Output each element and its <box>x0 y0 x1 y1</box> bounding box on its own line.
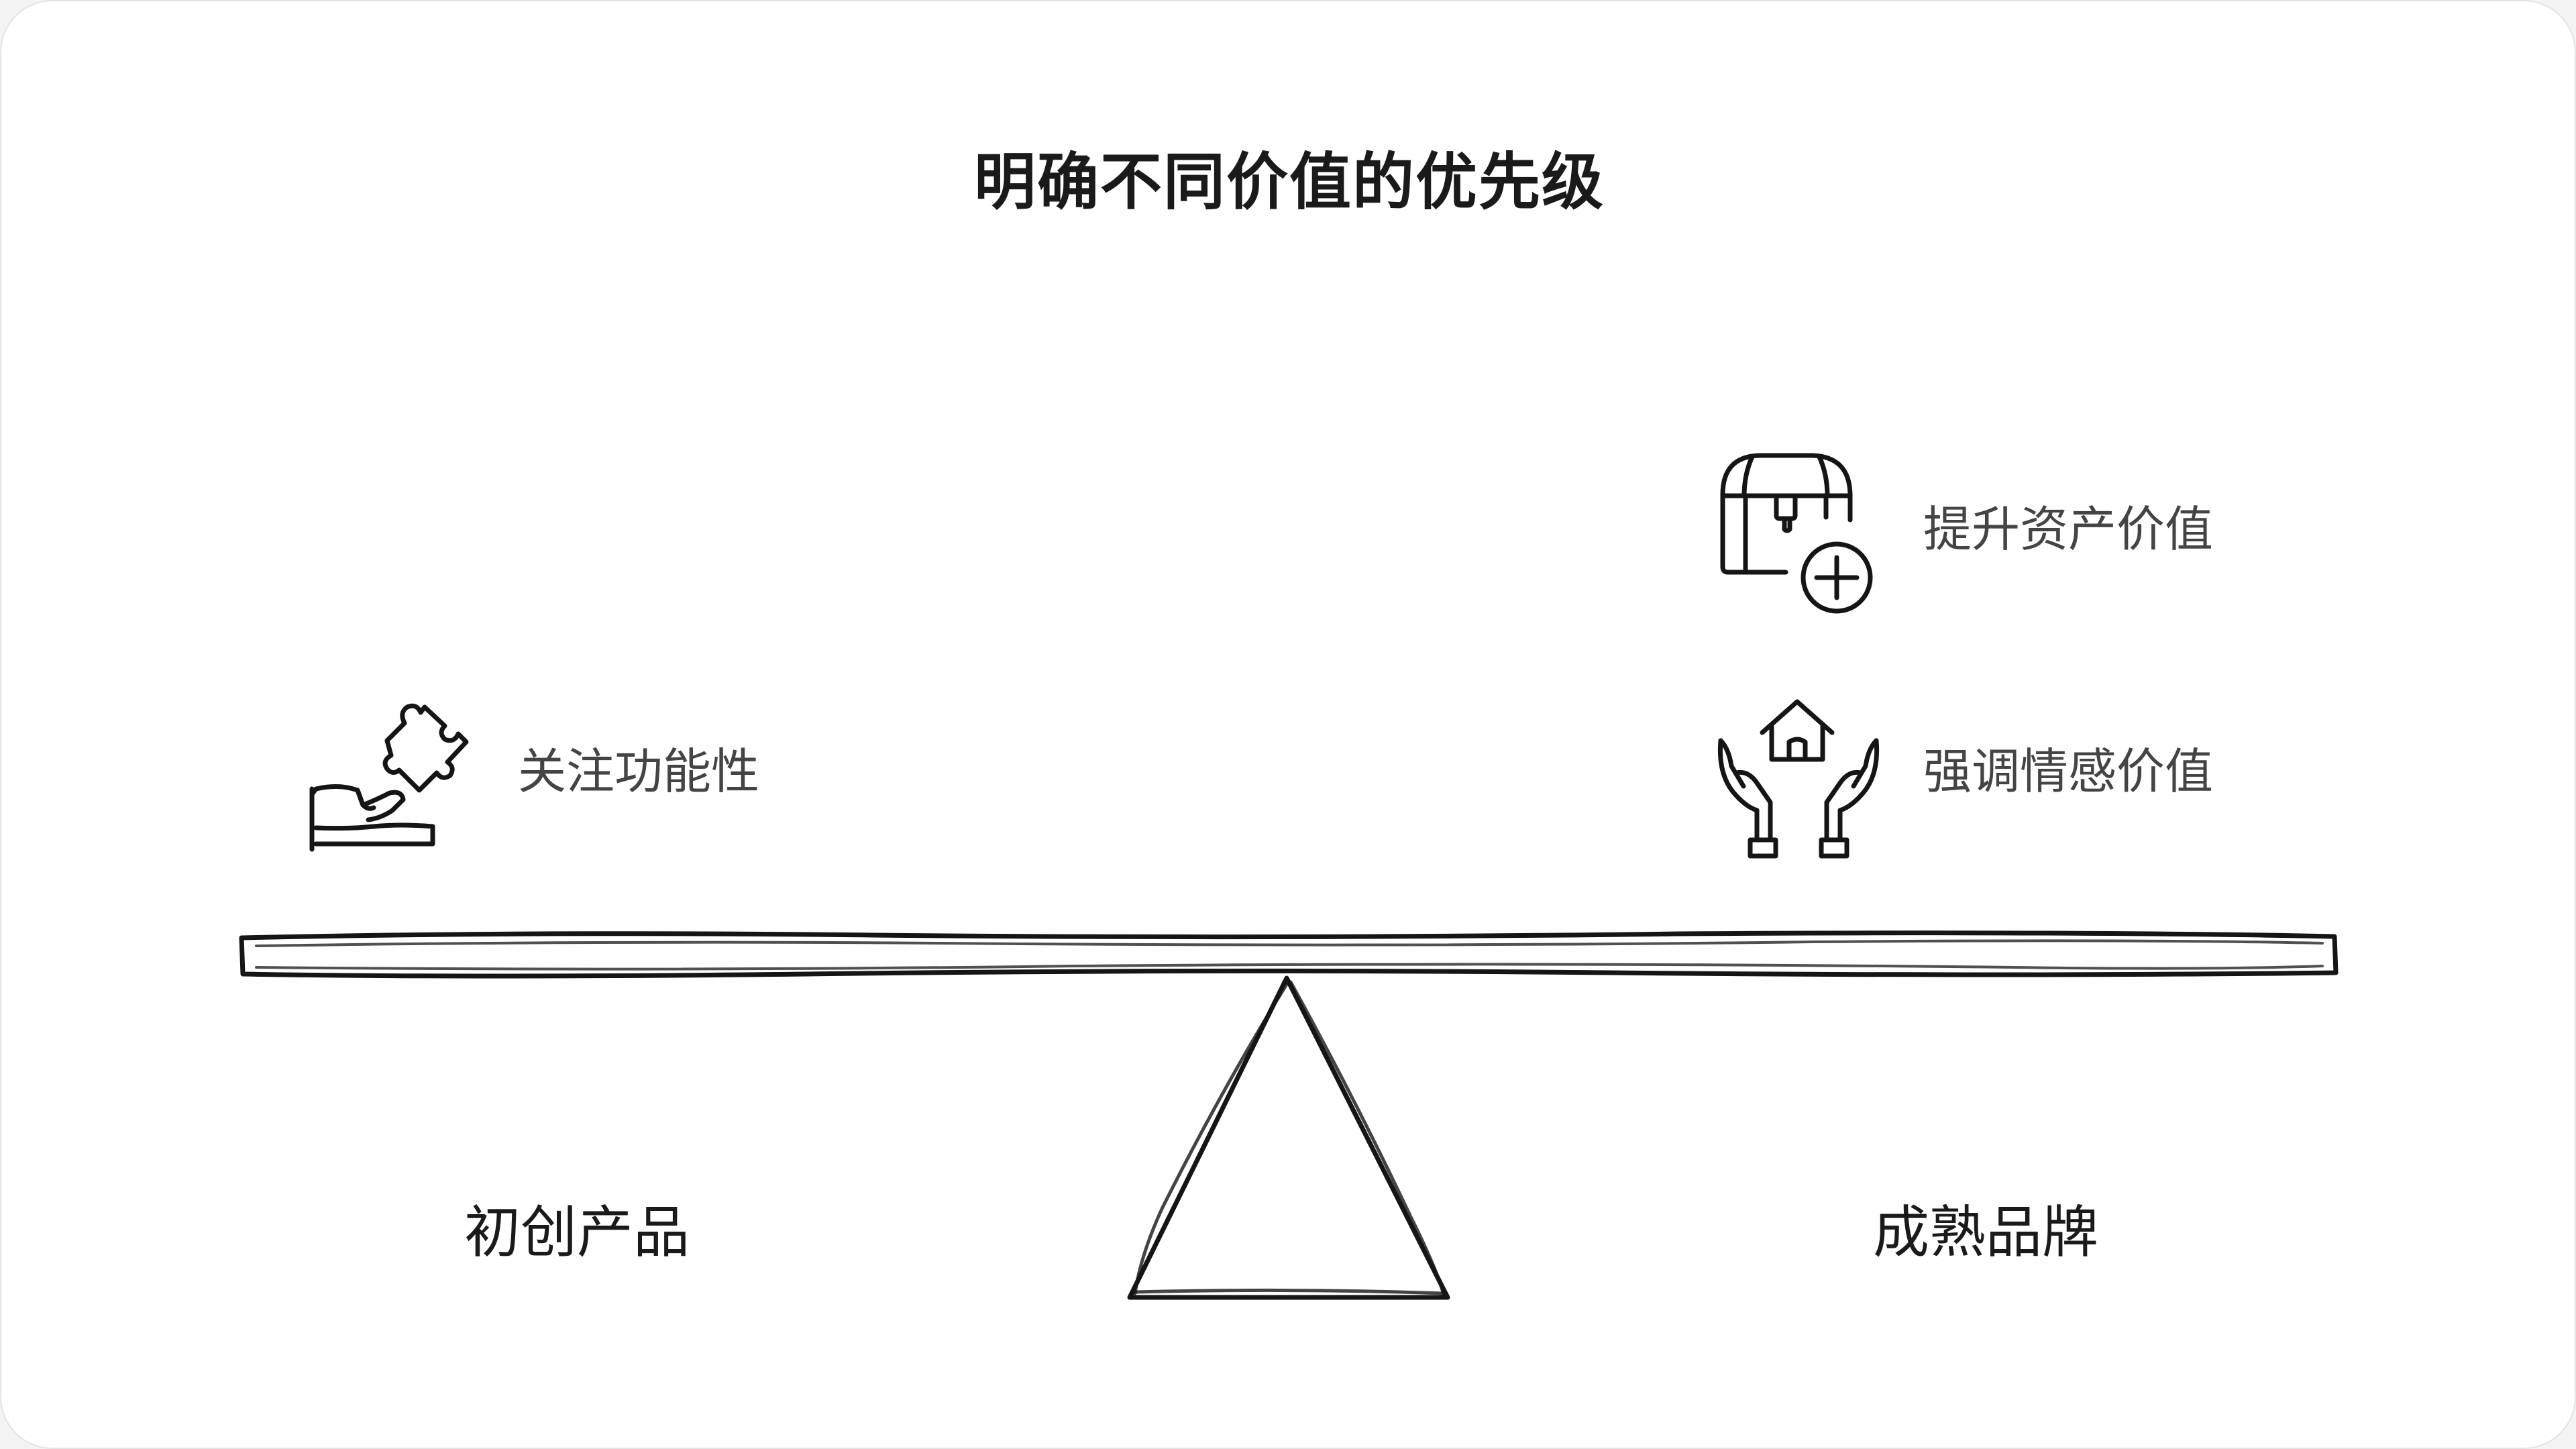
item-label-emotional-value: 强调情感价值 <box>1923 743 2214 800</box>
hands-house-icon <box>1715 692 1883 860</box>
item-label-asset-value: 提升资产价值 <box>1923 501 2214 557</box>
puzzle-hand-icon <box>307 692 474 860</box>
item-label-functionality: 关注功能性 <box>518 743 760 800</box>
page-title: 明确不同价值的优先级 <box>973 146 1605 218</box>
group-label-mature-brand: 成熟品牌 <box>1873 1199 2099 1265</box>
group-label-startup: 初创产品 <box>464 1199 690 1265</box>
treasure-chest-plus-icon <box>1712 447 1880 615</box>
